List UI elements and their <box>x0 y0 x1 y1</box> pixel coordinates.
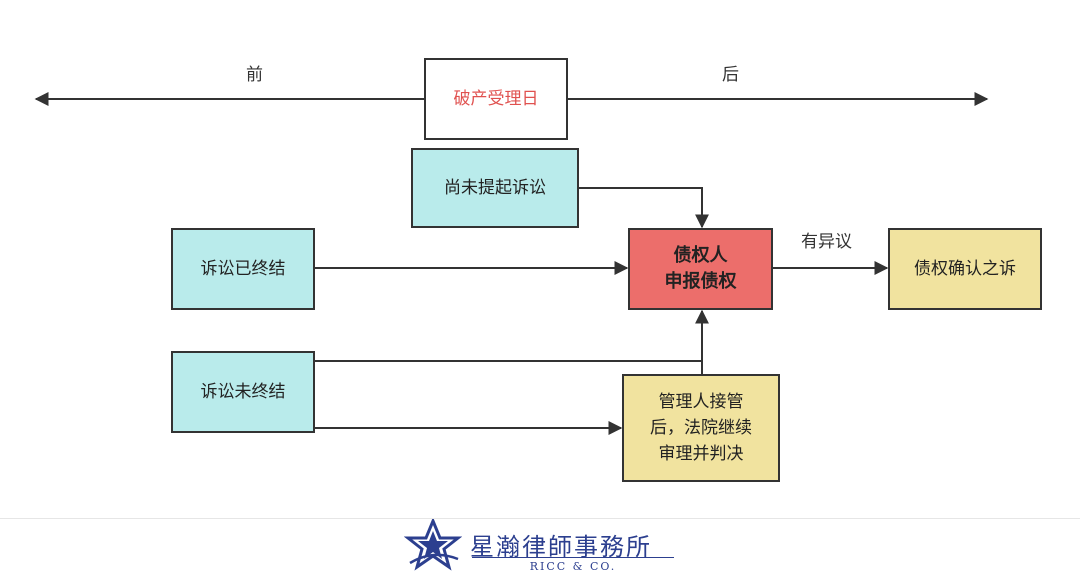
node-creditor-line1: 债权人 <box>673 245 728 266</box>
node-court-line1: 管理人接管 <box>658 392 744 412</box>
star-logo-icon <box>404 519 462 571</box>
arrow-not-filed-to-creditor <box>578 187 709 229</box>
timeline-before-label: 前 <box>246 65 263 85</box>
arrow-ongoing-to-creditor <box>314 309 709 362</box>
node-concluded: 诉讼已终结 <box>171 228 315 310</box>
bankruptcy-acceptance-date-label: 破产受理日 <box>453 89 539 109</box>
node-court-continues: 管理人接管 后，法院继续 审理并判决 <box>622 374 780 482</box>
node-confirm-suit: 债权确认之诉 <box>888 228 1042 310</box>
bankruptcy-acceptance-date-box: 破产受理日 <box>424 58 568 140</box>
timeline-after-label: 后 <box>722 65 739 85</box>
node-not-filed: 尚未提起诉讼 <box>411 148 579 228</box>
node-ongoing: 诉讼未终结 <box>171 351 315 433</box>
logo-firm-subtitle: RICC & CO. <box>529 560 617 573</box>
node-not-filed-label: 尚未提起诉讼 <box>444 178 546 198</box>
logo-divider <box>472 557 674 558</box>
node-concluded-label: 诉讼已终结 <box>200 259 286 279</box>
node-court-line3: 审理并判决 <box>658 444 744 464</box>
flow-diagram: 前 后 破产受理日 尚未提起诉讼 诉讼已终结 债权人 申报债权 有异议 债权确认… <box>34 58 1042 482</box>
connector-layer <box>34 92 989 435</box>
edge-label-objection: 有异议 <box>801 232 852 252</box>
node-ongoing-label: 诉讼未终结 <box>200 382 286 402</box>
node-creditor-claim: 债权人 申报债权 <box>628 228 773 310</box>
logo-firm-name: 星瀚律師事務所 <box>470 533 652 561</box>
node-court-line2: 后，法院继续 <box>650 418 752 438</box>
node-creditor-line2: 申报债权 <box>664 271 737 292</box>
footer-logo-area: 星瀚律師事務所 RICC & CO. <box>0 518 1080 573</box>
node-confirm-suit-label: 债权确认之诉 <box>914 259 1016 279</box>
